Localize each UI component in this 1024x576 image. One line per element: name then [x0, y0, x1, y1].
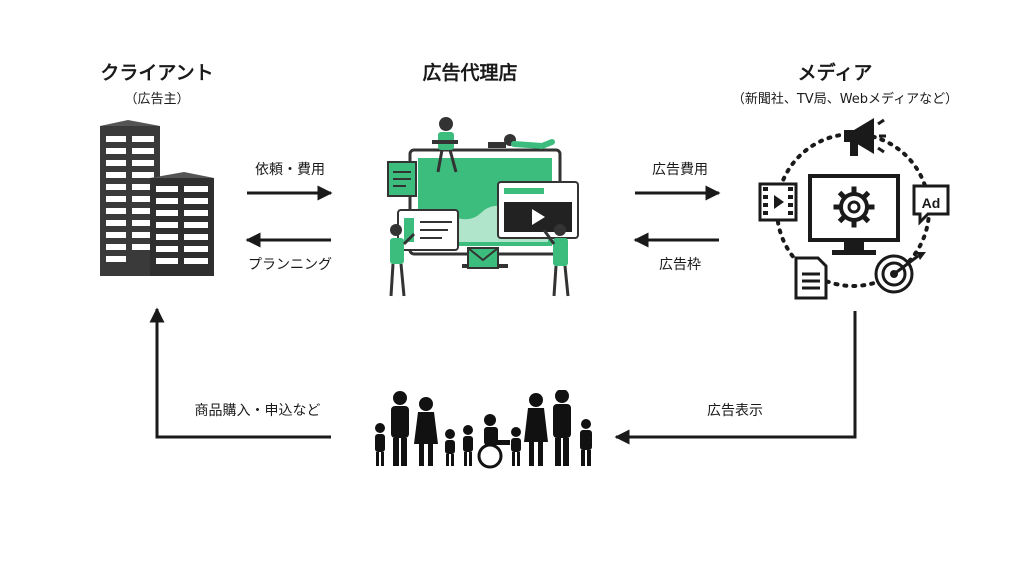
client-subtitle: （広告主） — [124, 92, 190, 107]
agency-team-illustration — [387, 117, 579, 297]
edge-label-ad-slot: 広告枠 — [659, 257, 701, 273]
agency-title: 広告代理店 — [422, 62, 518, 84]
client-title: クライアント — [100, 62, 214, 84]
family-silhouette-icon — [375, 390, 592, 469]
arrow-consumers-to-client — [149, 307, 331, 439]
arrow-media-to-consumers — [614, 311, 857, 445]
media-title: メディア — [797, 62, 873, 84]
edge-label-ad-display: 広告表示 — [707, 403, 763, 419]
ad-badge-text: Ad — [922, 195, 941, 211]
edge-label-purchase: 商品購入・申込など — [194, 403, 321, 419]
office-building-icon — [100, 120, 214, 276]
media-subtitle: （新聞社、TV局、Webメディアなど） — [731, 92, 959, 107]
edge-label-ad-cost: 広告費用 — [652, 162, 708, 178]
edge-label-request-fee: 依頼・費用 — [255, 162, 325, 178]
edge-label-planning: プランニング — [248, 257, 332, 273]
media-channels-icon: Ad — [758, 118, 950, 300]
